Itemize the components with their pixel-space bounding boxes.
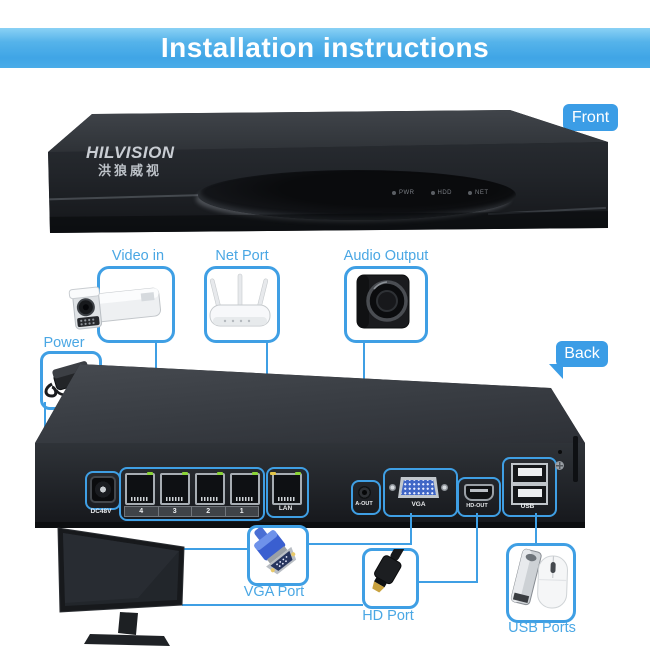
usb-port-bottom	[511, 484, 548, 505]
hdmi-plug-icon	[372, 549, 405, 593]
connector-monitor-hd-line	[182, 604, 363, 606]
brand-logo: HILVISION 洪狼威视	[86, 144, 175, 177]
net-led: NET	[468, 190, 489, 196]
vga-screw-left	[389, 484, 396, 491]
hd-port-callout: HD Port	[362, 608, 414, 624]
back-badge-tail	[549, 364, 563, 379]
hdmi-port	[464, 484, 494, 501]
hdout-port-label: HD-OUT	[466, 503, 488, 509]
connector-usb-line	[535, 513, 537, 544]
speaker-icon	[356, 274, 410, 329]
front-led-row: PWR HDD NET	[392, 190, 489, 196]
poe-ports-outline: 4 3 2 1	[119, 467, 265, 521]
nvr-back-top-surface	[35, 364, 585, 443]
vga-connector	[398, 477, 439, 498]
power-label: Power	[43, 335, 85, 351]
eth-port-3	[160, 473, 190, 505]
usb-port-top	[511, 463, 548, 484]
eth2-led	[217, 472, 223, 475]
eth1-led	[252, 472, 258, 475]
dc-power-jack	[90, 476, 116, 503]
audio-output-label: Audio Output	[343, 248, 429, 264]
lan-port	[272, 473, 302, 505]
router-icon	[209, 273, 271, 327]
eth-port-4	[125, 473, 155, 505]
eth-number-strip: 4 3 2 1	[124, 506, 259, 517]
usb-port-label: USB	[520, 503, 535, 510]
banner-title: Installation instructions	[160, 32, 490, 63]
aout-port-label: A-OUT	[355, 501, 373, 507]
dc-port-outline	[85, 471, 121, 510]
usb-ports-callout: USB Ports	[508, 620, 576, 636]
connector-vga-line-v	[410, 513, 412, 545]
power-led: PWR	[392, 190, 415, 196]
back-badge: Back	[556, 341, 608, 367]
video-in-label: Video in	[111, 248, 165, 264]
front-badge: Front	[563, 104, 618, 131]
front-badge-label: Front	[571, 108, 610, 126]
panel-hole	[558, 450, 562, 454]
net-port-label: Net Port	[215, 248, 269, 264]
audio-out-jack	[358, 486, 371, 499]
eth-port-1	[230, 473, 260, 505]
panel-screw-icon	[555, 461, 564, 470]
nvr-back-base	[35, 522, 585, 528]
vga-port-label: VGA	[411, 501, 426, 508]
lan-port-label: LAN	[278, 505, 293, 512]
side-slot	[573, 436, 578, 482]
camera-icon	[68, 286, 162, 330]
usb-ports-outline: USB	[502, 457, 557, 517]
title-banner: Installation instructions	[0, 28, 650, 68]
hdout-port-outline: HD-OUT	[457, 477, 501, 517]
lan-led-left	[270, 472, 276, 475]
nvr-front-view: HILVISION 洪狼威视 PWR HDD NET	[48, 110, 608, 233]
dc-port-label: DC48V	[90, 508, 112, 515]
nvr-back-view: DC48V 4 3 2 1 LAN	[35, 364, 585, 528]
lan-led-right	[295, 472, 301, 475]
back-badge-label: Back	[564, 345, 600, 362]
aout-port-outline: A-OUT	[351, 480, 381, 515]
connector-hd-line-h	[412, 581, 478, 583]
hdd-led: HDD	[430, 190, 453, 196]
eth3-led	[182, 472, 188, 475]
connector-vga-line-h	[302, 543, 412, 545]
connector-hd-line-v	[476, 513, 478, 583]
usb-drive-and-mouse-icon	[510, 548, 568, 609]
monitor-icon	[57, 527, 185, 646]
vga-plug-icon	[254, 527, 297, 575]
vga-screw-right	[441, 484, 448, 491]
vga-port-callout: VGA Port	[243, 584, 305, 600]
lan-port-outline: LAN	[266, 467, 309, 518]
eth4-led	[147, 472, 153, 475]
brand-name-chinese: 洪狼威视	[98, 162, 163, 178]
connector-monitor-vga-line	[184, 548, 248, 550]
vga-port-outline: VGA	[383, 468, 458, 517]
eth-port-2	[195, 473, 225, 505]
brand-name: HILVISION	[86, 143, 175, 162]
